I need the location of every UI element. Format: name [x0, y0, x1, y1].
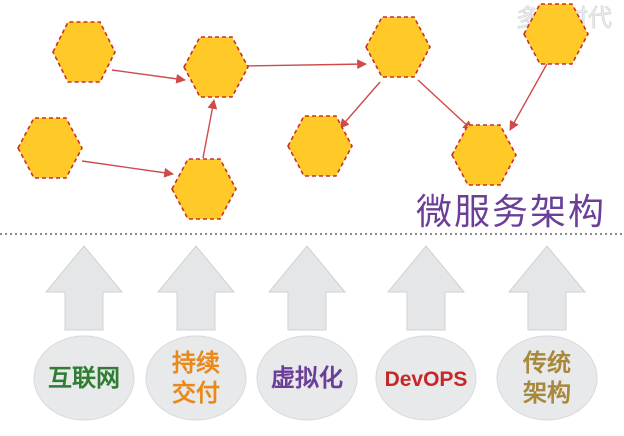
link-arrow	[111, 69, 186, 84]
service-hexagon	[52, 21, 116, 83]
service-links	[81, 59, 549, 178]
service-hexagon	[287, 115, 353, 177]
foundation-pill	[145, 335, 247, 421]
up-arrow-icon	[44, 245, 124, 331]
service-hexagon	[451, 124, 517, 186]
foundation-virtualization: 虚拟化	[256, 245, 358, 421]
link-arrow	[81, 160, 174, 178]
link-arrow	[339, 81, 381, 129]
diagram-title: 微服务架构	[416, 192, 606, 233]
service-hexagon	[17, 117, 83, 179]
foundation-label: 虚拟化	[271, 364, 343, 392]
link-arrow	[509, 61, 549, 131]
foundation-label: 交付	[172, 379, 220, 407]
service-hexagon	[523, 3, 589, 65]
foundation-label: DevOPS	[385, 368, 468, 391]
foundation-pill	[496, 335, 598, 421]
up-arrow-icon	[507, 245, 587, 331]
up-arrow-icon	[267, 245, 347, 331]
service-hexagon	[365, 16, 431, 78]
foundation-internet: 互联网	[33, 245, 135, 421]
foundation-label: 传统	[522, 349, 571, 377]
foundation-label: 架构	[523, 379, 571, 407]
foundation-devops: DevOPS	[375, 245, 477, 421]
service-hexagon	[171, 158, 237, 220]
up-arrow-icon	[386, 245, 466, 331]
foundation-pill	[33, 335, 135, 421]
foundation-label: 持续	[172, 349, 220, 377]
up-arrow-icon	[156, 245, 236, 331]
foundation-pill	[375, 335, 477, 421]
service-hexagon	[183, 36, 249, 98]
service-nodes	[17, 3, 589, 220]
link-arrow	[417, 79, 473, 131]
foundation-pill	[256, 335, 358, 421]
foundation-label: 互联网	[48, 364, 120, 392]
link-arrow	[202, 99, 218, 159]
link-arrow	[243, 59, 367, 70]
